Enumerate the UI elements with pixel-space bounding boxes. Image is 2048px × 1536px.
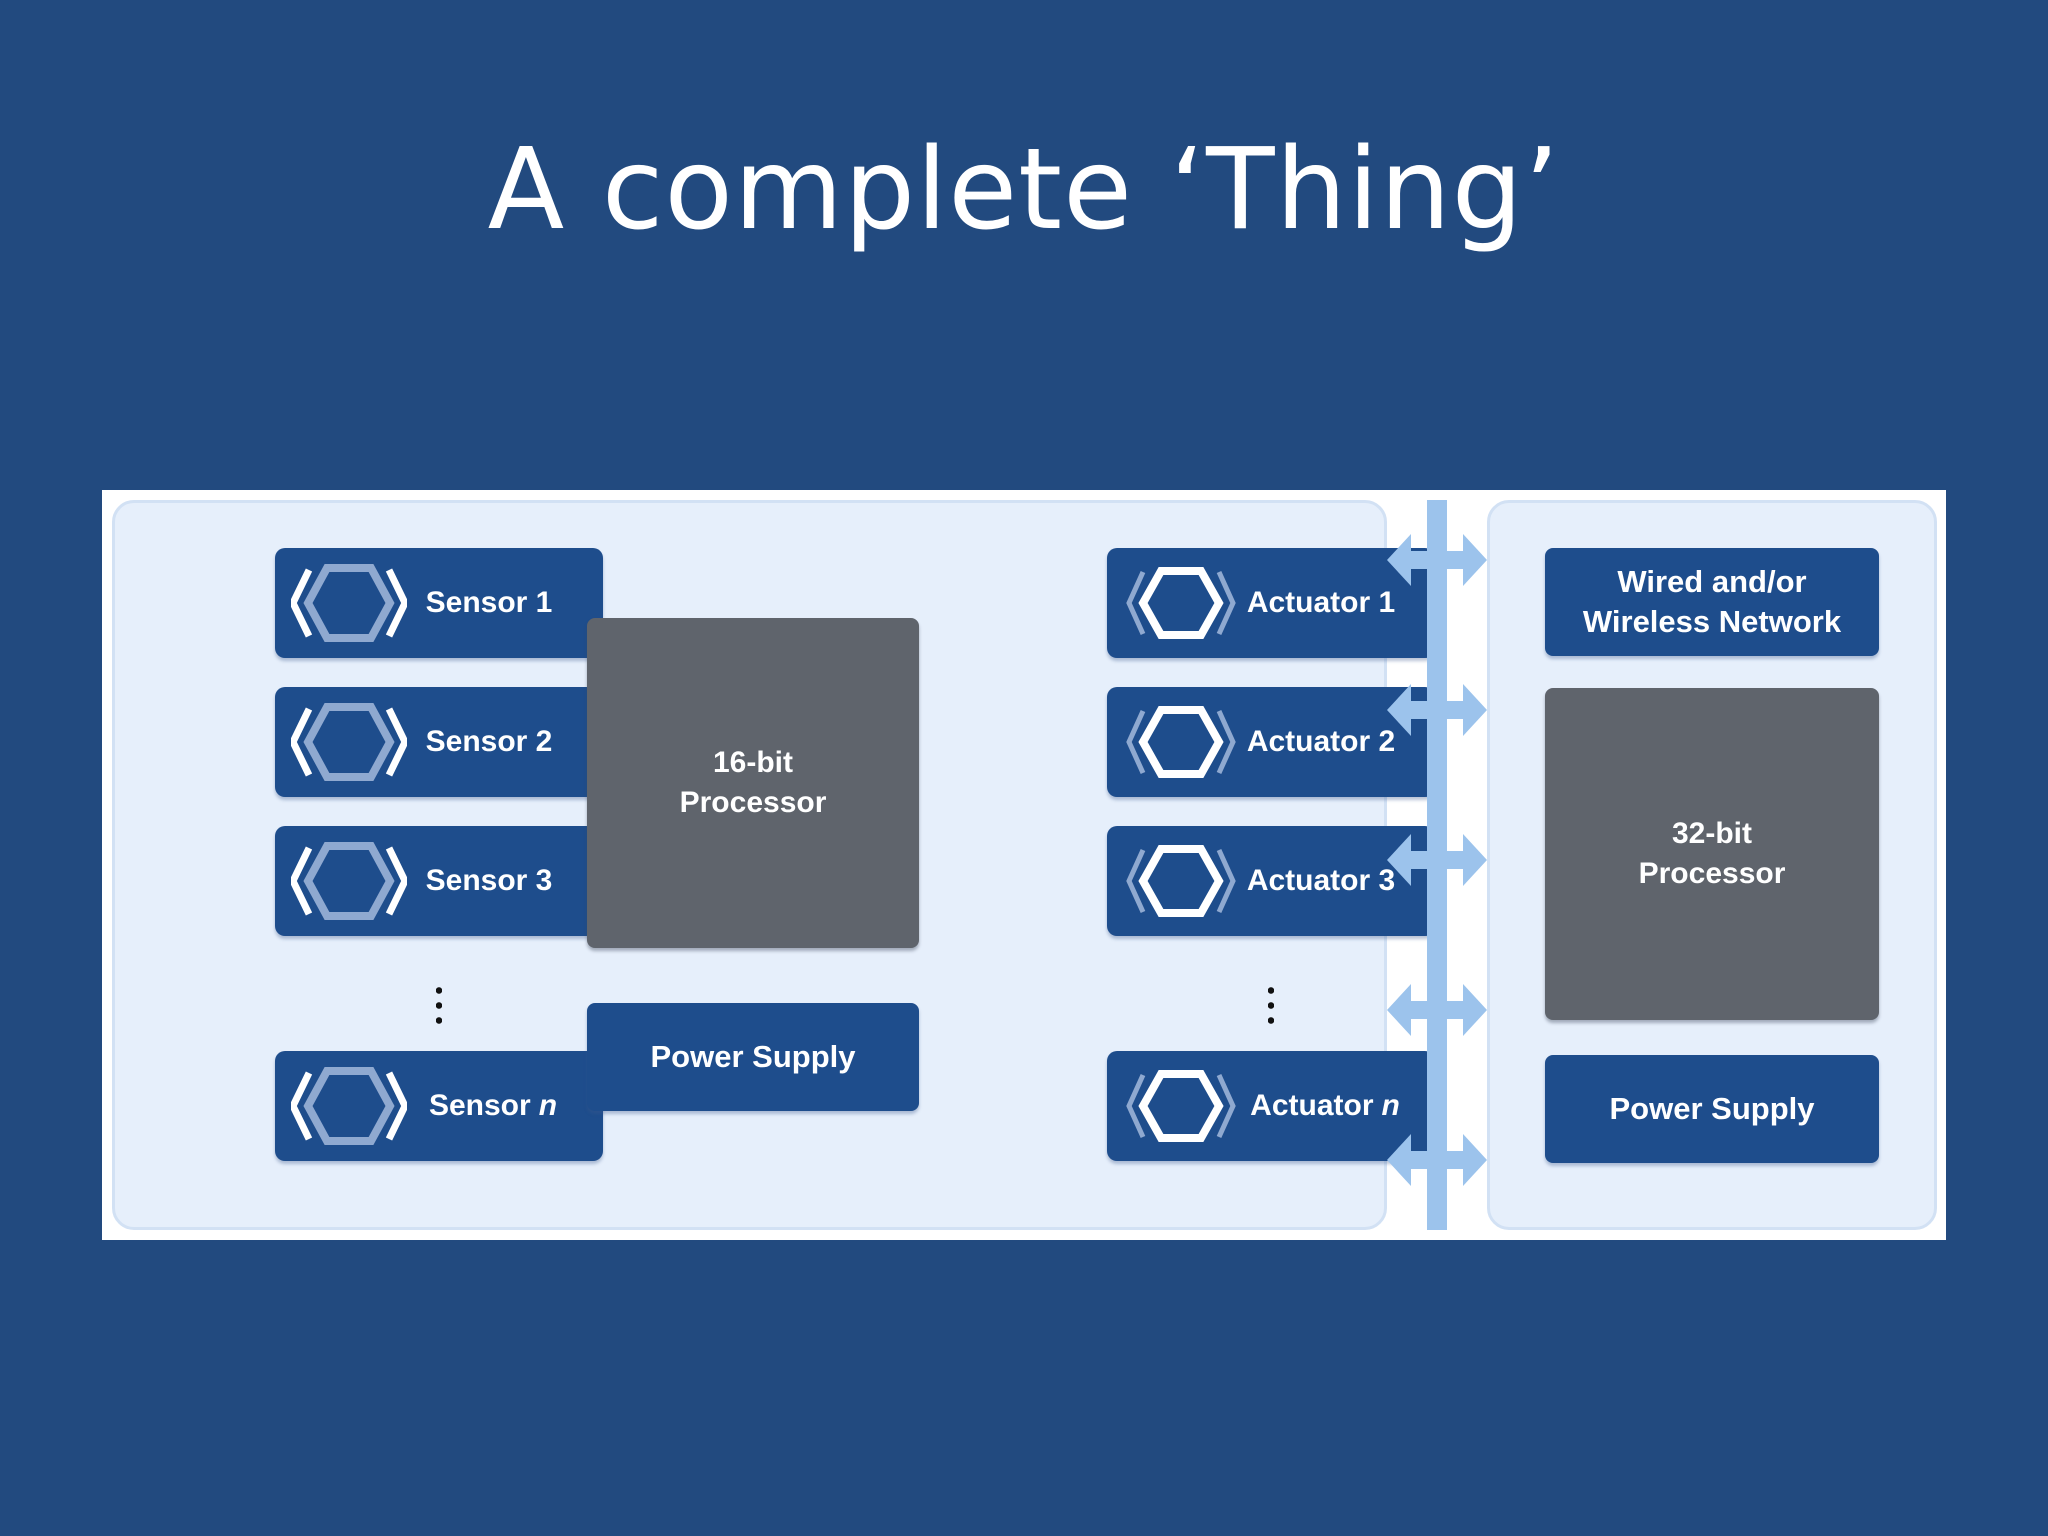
sensor-hexagon-icon (291, 703, 407, 781)
iot-thing-diagram: Sensor 1 Sensor 2 Sensor 3 (102, 490, 1946, 1240)
sensor-hexagon-icon (291, 564, 407, 642)
actuator-hexagon-icon (1126, 567, 1236, 639)
actuator-label: Actuator 3 (1246, 864, 1396, 897)
device-panel: Sensor 1 Sensor 2 Sensor 3 (112, 500, 1435, 1230)
sensor-label: Sensor 3 (425, 864, 553, 897)
actuator-ellipsis-dots (1268, 983, 1274, 1029)
actuator-1-box: Actuator 1 (1107, 548, 1435, 658)
power-supply-right: Power Supply (1545, 1055, 1879, 1163)
bidirectional-arrow-icon (1387, 834, 1487, 886)
actuator-label: Actuator 1 (1246, 586, 1396, 619)
bus-connector (1387, 500, 1487, 1230)
sensor-ellipsis-dots (436, 983, 442, 1029)
actuator-3-box: Actuator 3 (1107, 826, 1435, 936)
bidirectional-arrow-icon (1387, 984, 1487, 1036)
actuator-label: Actuator 2 (1246, 725, 1396, 758)
sensor-2-box: Sensor 2 (275, 687, 603, 797)
power-supply-left: Power Supply (587, 1003, 919, 1111)
sensor-hexagon-icon (291, 842, 407, 920)
slide-title: A complete ‘Thing’ (487, 125, 1561, 255)
bidirectional-arrow-icon (1387, 534, 1487, 586)
sensor-label: Sensor 2 (425, 725, 553, 758)
sensor-hexagon-icon (291, 1067, 407, 1145)
sensor-1-box: Sensor 1 (275, 548, 603, 658)
actuator-2-box: Actuator 2 (1107, 687, 1435, 797)
actuator-hexagon-icon (1126, 706, 1236, 778)
bidirectional-arrow-icon (1387, 684, 1487, 736)
actuator-hexagon-icon (1126, 1070, 1236, 1142)
sensor-3-box: Sensor 3 (275, 826, 603, 936)
bidirectional-arrow-icon (1387, 1134, 1487, 1186)
sensor-label: Sensor 1 (425, 586, 553, 619)
actuator-hexagon-icon (1126, 845, 1236, 917)
